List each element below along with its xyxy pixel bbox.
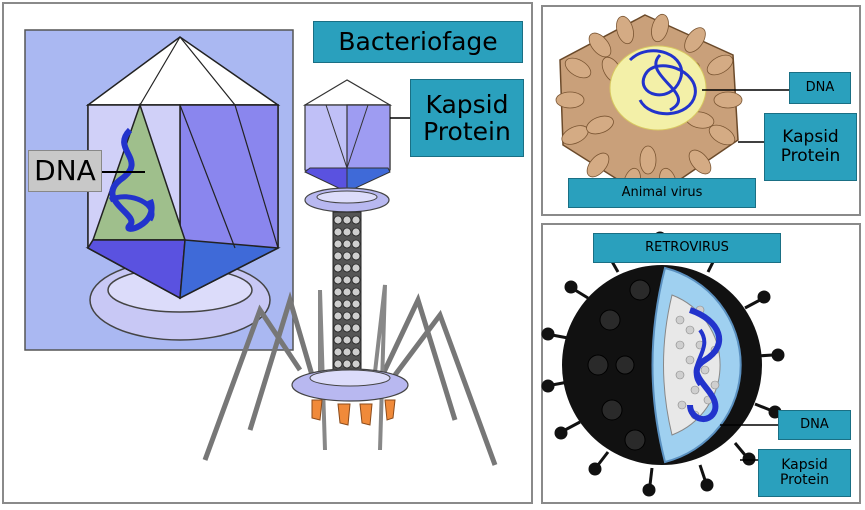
kapsid-protein-phage-label: Kapsid Protein	[410, 79, 524, 157]
animal-virus-particle	[555, 13, 790, 201]
retrovirus-particle	[541, 231, 785, 497]
animal-virus-label: Animal virus	[568, 178, 756, 208]
dna-animal-label: DNA	[789, 72, 851, 104]
kapsid-protein-retro-label: Kapsid Protein	[758, 449, 851, 497]
whole-bacteriophage	[202, 79, 498, 466]
dna-retro-label: DNA	[778, 410, 851, 440]
retrovirus-label: RETROVIRUS	[593, 233, 781, 263]
kapsid-protein-animal-label: Kapsid Protein	[764, 113, 857, 181]
bacteriofage-label: Bacteriofage	[313, 21, 523, 63]
dna-phage-label: DNA	[28, 150, 102, 192]
